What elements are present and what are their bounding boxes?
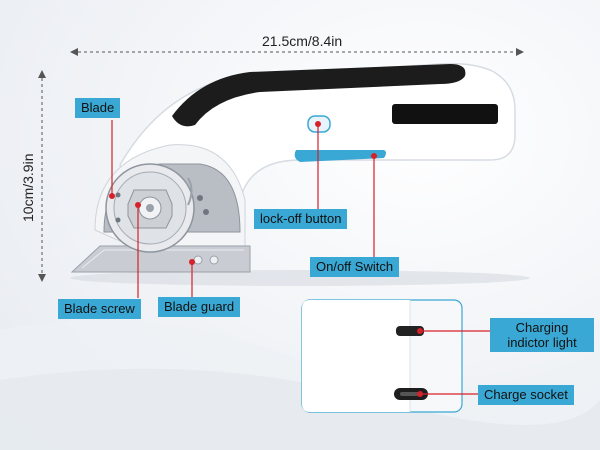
label-charge-socket: Charge socket [478,385,574,405]
label-blade-guard: Blade guard [158,297,241,317]
label-lock-off-button: lock-off button [254,209,348,229]
label-blade: Blade [75,98,121,118]
callout-pointers [111,120,375,298]
height-label: 10cm/3.9in [20,153,36,222]
charge-indicator-shape [396,326,424,336]
label-charging-indicator-light: Charging indictor light [490,318,594,352]
charging-inset [301,299,490,413]
callout-dots [109,121,377,265]
height-dimension-arrow [38,70,46,282]
label-on-off-switch: On/off Switch [310,257,400,277]
grip-pad [172,64,466,127]
side-slot [392,104,498,124]
label-blade-screw: Blade screw [58,299,141,319]
width-dimension-arrow [70,48,524,56]
width-label: 21.5cm/8.4in [262,33,343,49]
